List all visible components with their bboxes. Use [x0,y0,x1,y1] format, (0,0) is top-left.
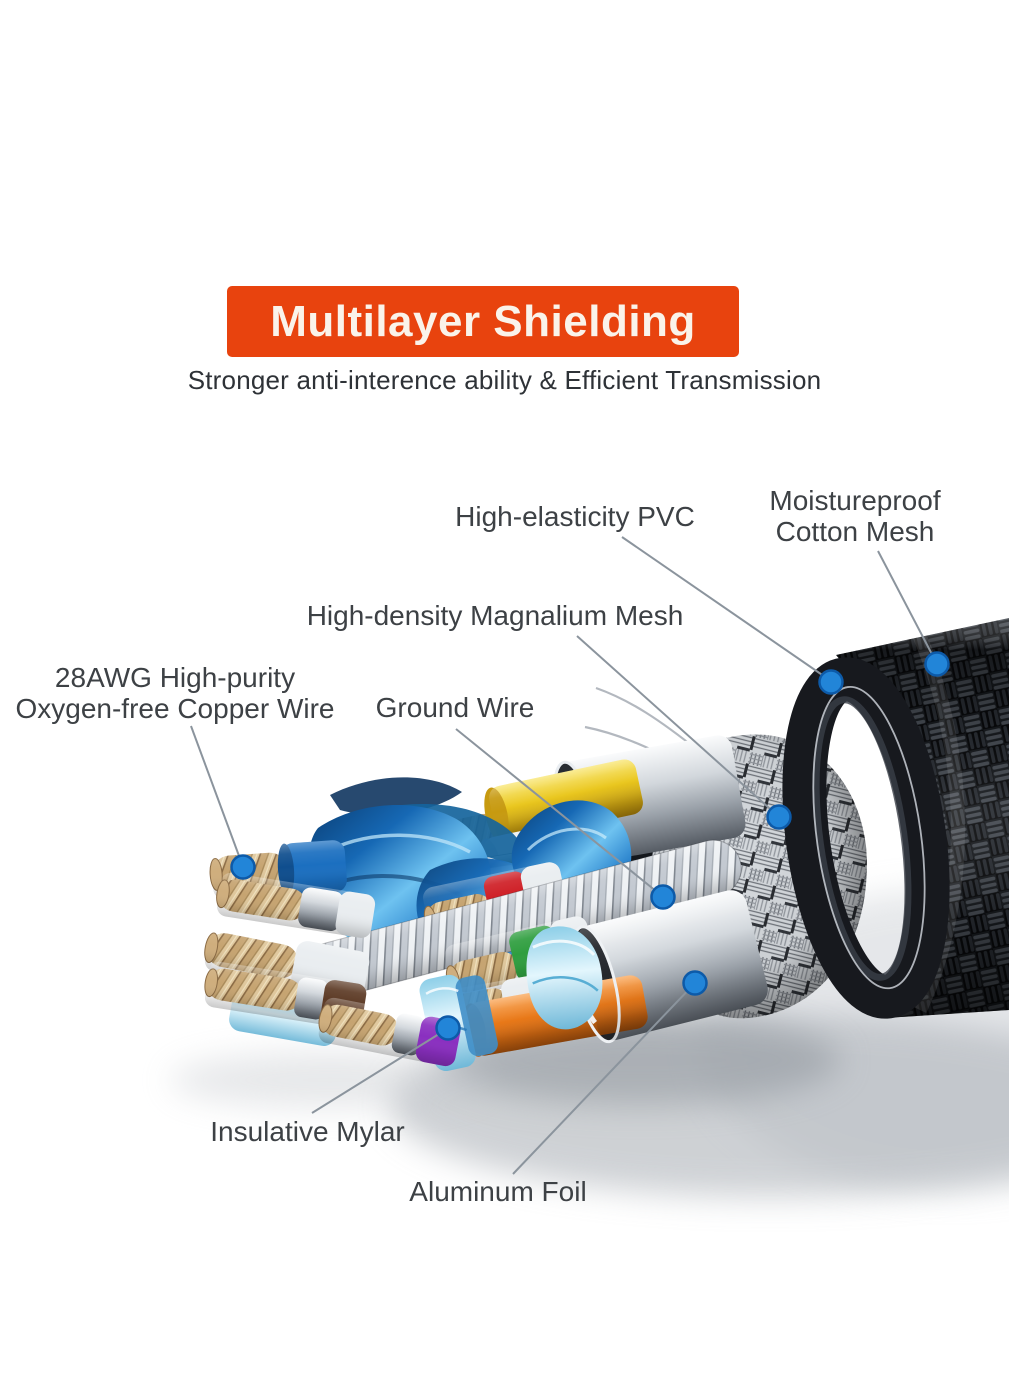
callout-label-mylar: Insulative Mylar [210,1116,405,1147]
pvc-jacket-ring [782,657,950,1019]
callout-dot-cotton-mesh [924,651,950,677]
page-title: Multilayer Shielding [270,296,696,346]
mylar-wrap-cyan [526,926,603,1030]
callout-label-aluminum-foil: Aluminum Foil [409,1176,587,1207]
callout-label-ground-wire: Ground Wire [375,692,535,723]
callout-dot-magnalium-mesh [766,804,792,830]
callout-dot-mylar [435,1015,461,1041]
callout-dots [230,651,950,1041]
callout-label-magnalium-mesh: High-density Magnalium Mesh [306,600,684,631]
leader-line-cotton-mesh [877,550,937,663]
callout-label-copper-wire: 28AWG High-purity Oxygen-free Copper Wir… [15,662,335,724]
callout-label-pvc: High-elasticity PVC [455,501,695,532]
leader-line-copper-wire [190,725,243,865]
callout-dot-aluminum-foil [682,970,708,996]
leader-line-mylar [311,1028,448,1114]
leader-line-pvc [621,536,832,682]
title-banner: Multilayer Shielding [227,286,739,357]
callout-label-cotton-mesh: Moistureproof Cotton Mesh [769,485,941,547]
leader-lines [190,536,937,1175]
callout-dot-copper-wire [230,854,256,880]
subtitle: Stronger anti-interence ability & Effici… [187,365,822,395]
callout-dot-pvc [818,669,844,695]
leader-line-aluminum-foil [512,983,695,1175]
leader-line-ground-wire [455,728,663,897]
wire-foil-white [216,872,376,938]
leader-line-magnalium-mesh [576,635,779,817]
callout-dot-ground-wire [650,884,676,910]
